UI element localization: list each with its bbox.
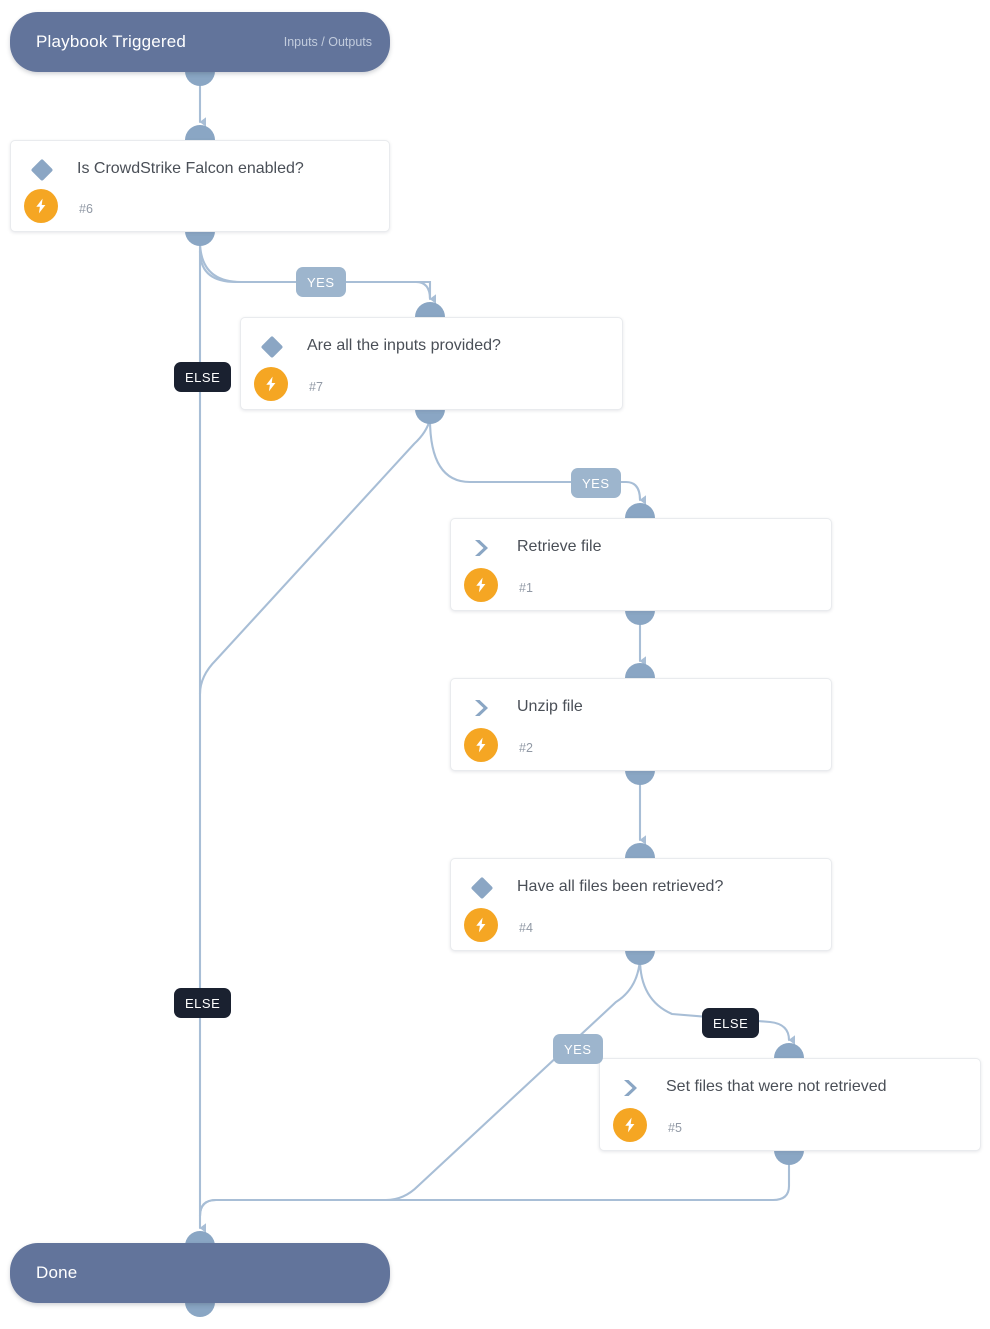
port-n4-top[interactable] xyxy=(625,843,655,858)
port-end-bottom[interactable] xyxy=(185,1302,215,1317)
edge-n4-yes-to-done xyxy=(198,957,642,1218)
chevron-right-icon xyxy=(620,1077,642,1099)
node-number: #1 xyxy=(519,581,533,595)
node-title: Are all the inputs provided? xyxy=(307,337,501,354)
node-card-are-all-the-inputs-provided[interactable]: Are all the inputs provided? #7 xyxy=(240,317,623,410)
end-node-title: Done xyxy=(36,1263,78,1282)
port-n6-bottom[interactable] xyxy=(185,231,215,246)
diamond-icon xyxy=(470,876,494,900)
node-title: Is CrowdStrike Falcon enabled? xyxy=(77,160,304,177)
node-card-unzip-file[interactable]: Unzip file #2 xyxy=(450,678,832,771)
node-card-have-all-files-been-retrieved[interactable]: Have all files been retrieved? #4 xyxy=(450,858,832,951)
lightning-bolt-icon[interactable] xyxy=(613,1108,647,1142)
edge-n5-to-done xyxy=(198,1157,791,1218)
chevron-right-icon xyxy=(471,537,493,559)
node-card-set-files-that-were-not-retrieved[interactable]: Set files that were not retrieved #5 xyxy=(599,1058,981,1151)
port-start-bottom[interactable] xyxy=(185,71,215,86)
port-n4-bottom[interactable] xyxy=(625,950,655,965)
diamond-icon xyxy=(260,335,284,359)
port-n2-bottom[interactable] xyxy=(625,770,655,785)
branch-label-else-n7[interactable]: ELSE xyxy=(174,988,232,1018)
port-end-top[interactable] xyxy=(185,1231,215,1246)
branch-label-else-n6[interactable]: ELSE xyxy=(174,362,232,392)
lightning-bolt-icon[interactable] xyxy=(254,367,288,401)
branch-label-yes-n6[interactable]: YES xyxy=(296,267,346,297)
port-n5-top[interactable] xyxy=(774,1043,804,1058)
node-card-retrieve-file[interactable]: Retrieve file #1 xyxy=(450,518,832,611)
start-node-title: Playbook Triggered xyxy=(36,32,187,51)
port-n7-top[interactable] xyxy=(415,302,445,317)
edge-n7-else-to-trunk xyxy=(198,417,432,696)
node-number: #4 xyxy=(519,921,533,935)
start-node-playbook-triggered[interactable]: Playbook Triggered Inputs / Outputs xyxy=(10,12,390,72)
port-n1-top[interactable] xyxy=(625,503,655,518)
lightning-bolt-icon[interactable] xyxy=(464,908,498,942)
node-title: Have all files been retrieved? xyxy=(517,878,724,895)
lightning-bolt-icon[interactable] xyxy=(24,189,58,223)
start-node-inputs-outputs-label[interactable]: Inputs / Outputs xyxy=(283,35,372,49)
port-n7-bottom[interactable] xyxy=(415,409,445,424)
node-number: #7 xyxy=(309,380,323,394)
branch-label-yes-n4[interactable]: YES xyxy=(553,1034,603,1064)
end-node-done[interactable]: Done xyxy=(10,1243,390,1303)
node-title: Retrieve file xyxy=(517,538,602,555)
node-title: Set files that were not retrieved xyxy=(666,1078,887,1095)
port-n1-bottom[interactable] xyxy=(625,610,655,625)
port-n2-top[interactable] xyxy=(625,663,655,678)
chevron-right-icon xyxy=(471,697,493,719)
port-n5-bottom[interactable] xyxy=(774,1150,804,1165)
diamond-icon xyxy=(30,158,54,182)
branch-label-else-n4[interactable]: ELSE xyxy=(702,1008,760,1038)
branch-label-yes-n7[interactable]: YES xyxy=(571,468,621,498)
node-number: #5 xyxy=(668,1121,682,1135)
node-title: Unzip file xyxy=(517,698,583,715)
node-card-is-crowdstrike-falcon-enabled[interactable]: Is CrowdStrike Falcon enabled? #6 xyxy=(10,140,390,232)
node-number: #6 xyxy=(79,202,93,216)
lightning-bolt-icon[interactable] xyxy=(464,568,498,602)
lightning-bolt-icon[interactable] xyxy=(464,728,498,762)
node-number: #2 xyxy=(519,741,533,755)
port-n6-top[interactable] xyxy=(185,125,215,140)
